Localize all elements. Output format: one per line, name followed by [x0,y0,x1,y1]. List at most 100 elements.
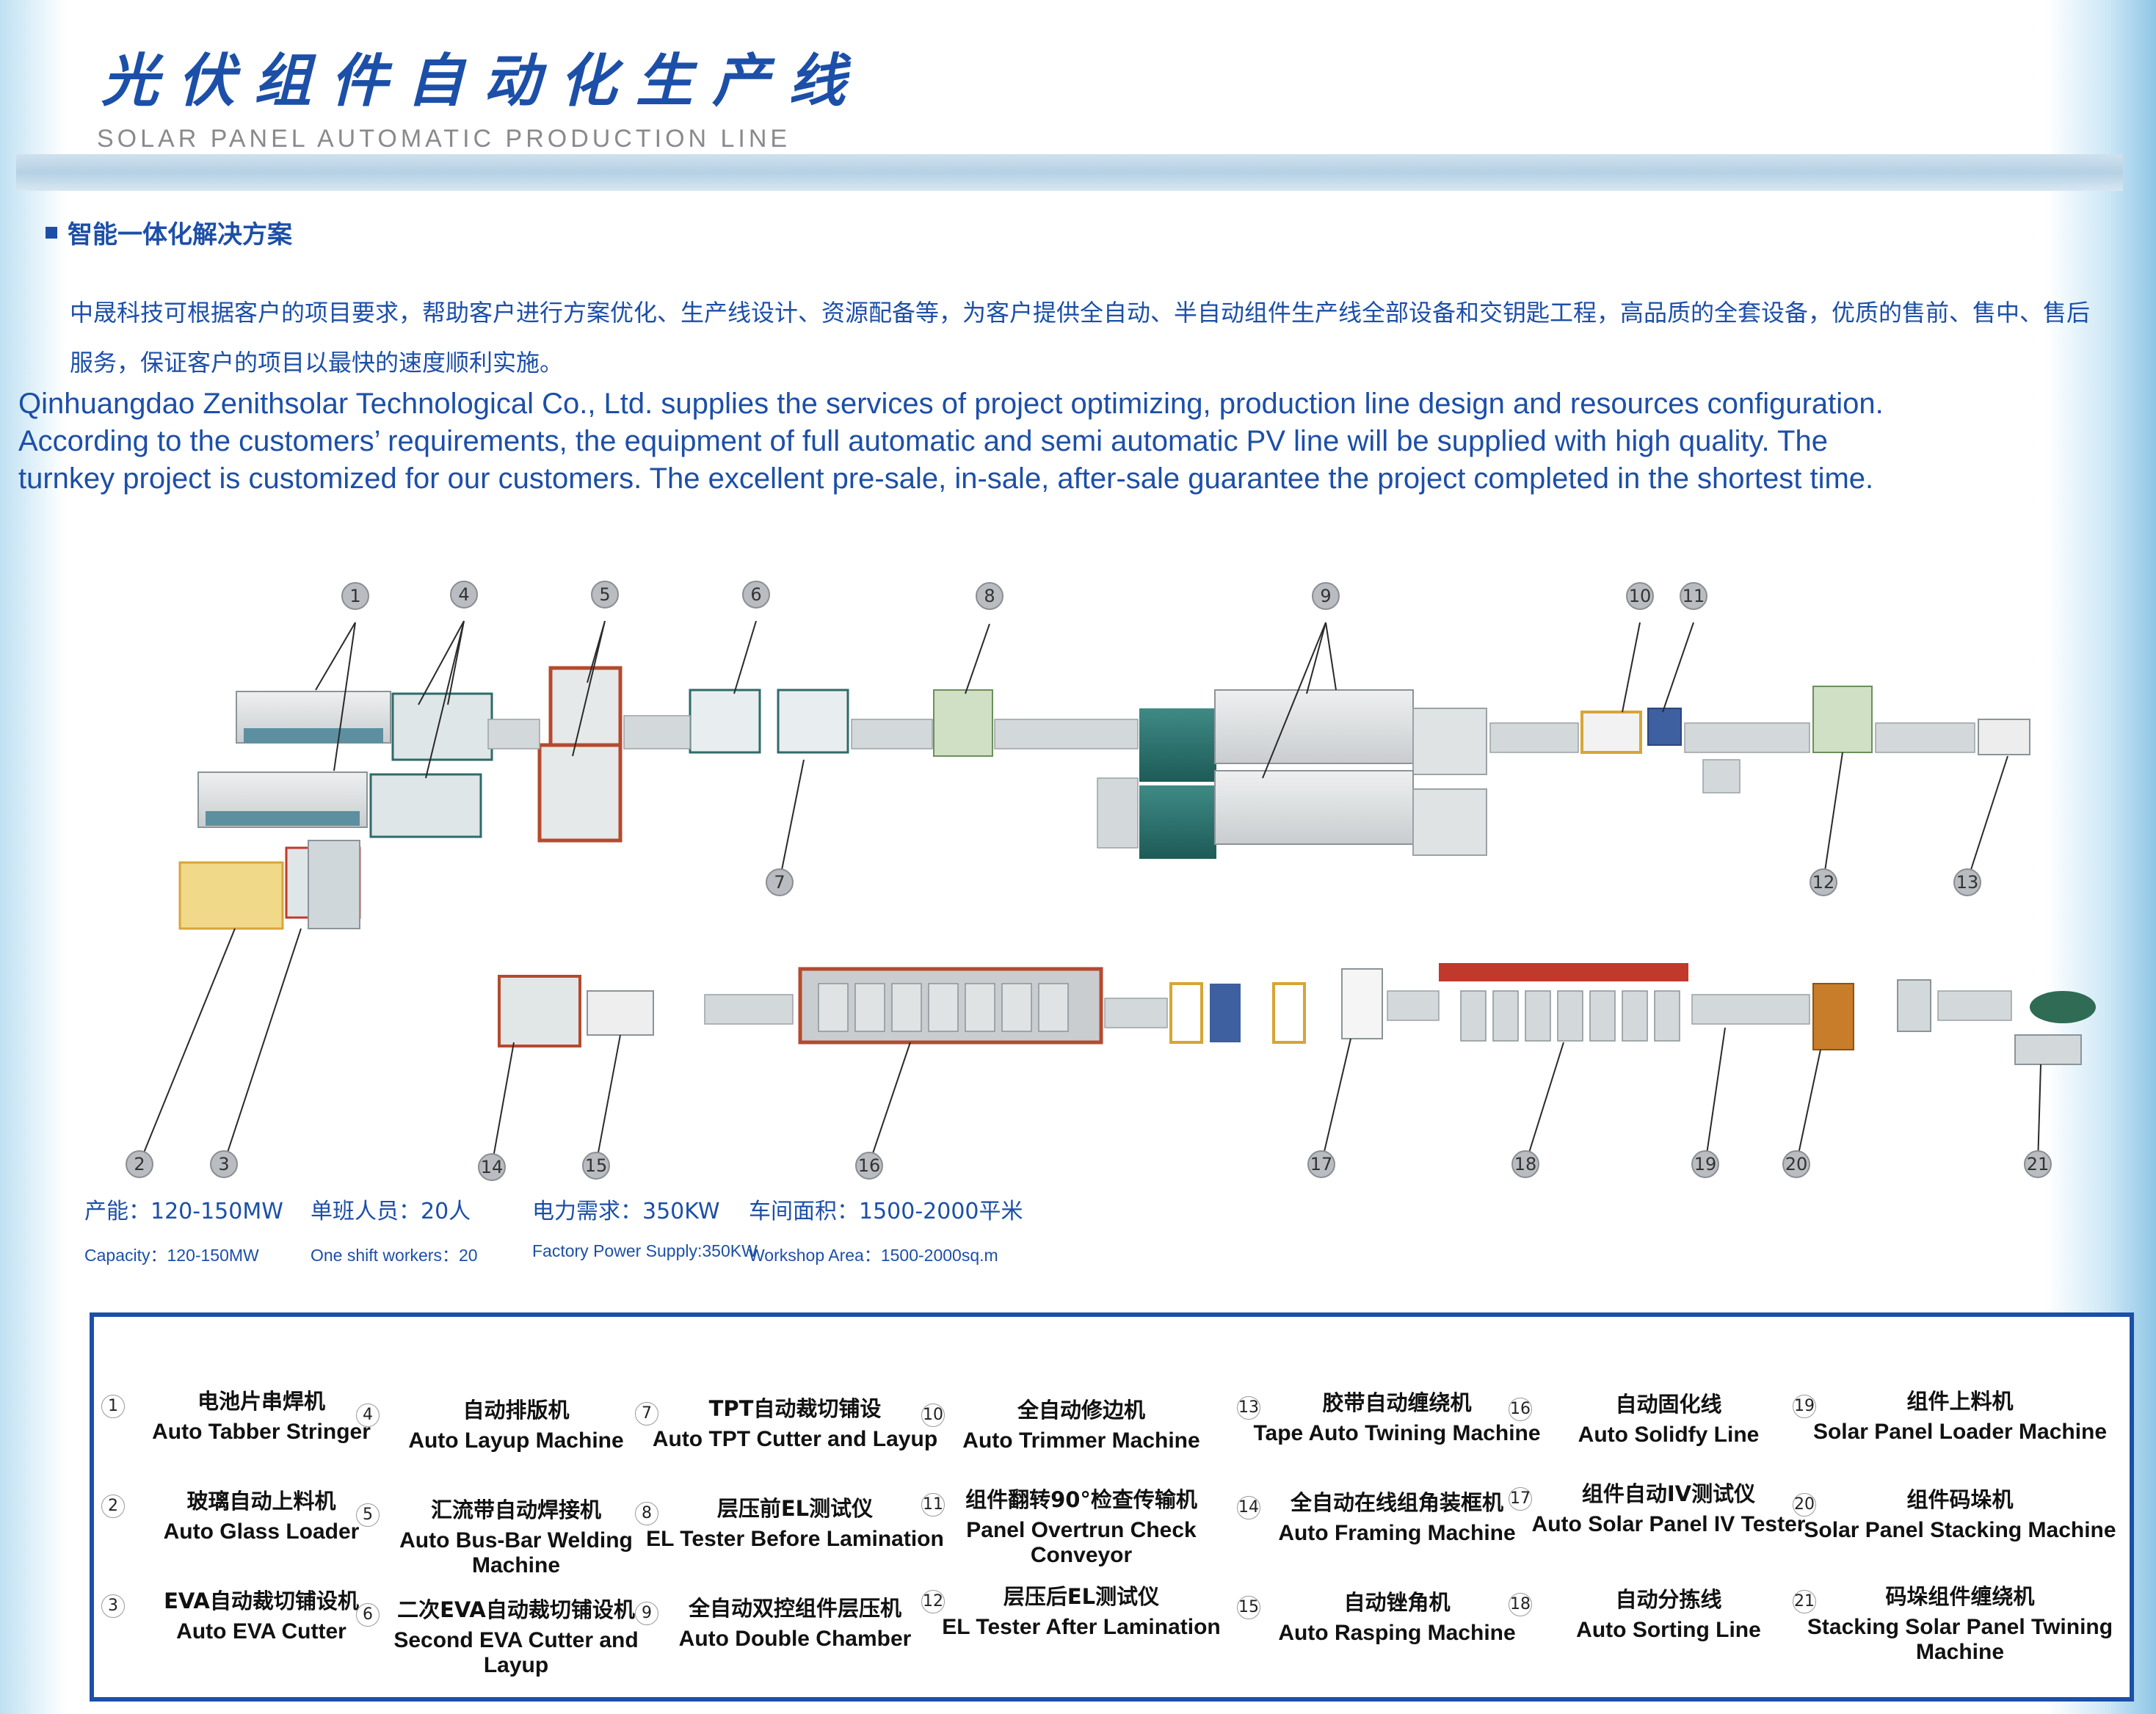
svg-text:1: 1 [349,586,360,606]
intro-text-cn: 中晟科技可根据客户的项目要求，帮助客户进行方案优化、生产线设计、资源配备等，为客… [70,299,2091,377]
svg-text:12: 12 [1812,872,1835,893]
legend-cn: 组件翻转90°检查传输机 [965,1487,1197,1512]
legend-en: Auto TPT Cutter and Layup [652,1427,938,1451]
legend-cn: 自动锉角机 [1343,1590,1451,1615]
svg-text:21: 21 [2027,1154,2050,1174]
legend-number: 13 [1237,1396,1260,1420]
spec-label-cn: 单班人员：20人 [311,1199,471,1224]
badge-10: 10 [1626,582,1654,610]
badge-16: 16 [855,1152,883,1180]
legend-number: 9 [635,1602,658,1625]
legend-cn: EVA自动裁切铺设机 [164,1588,359,1613]
badge-21: 21 [2024,1150,2052,1178]
legend-cn: 胶带自动缠绕机 [1322,1390,1472,1415]
legend-cn: 全自动双控组件层压机 [688,1596,901,1621]
svg-text:19: 19 [1694,1154,1717,1174]
svg-text:11: 11 [1683,586,1705,606]
legend-number: 4 [356,1403,380,1427]
background-left-gradient [0,0,66,1714]
legend-cn: 码垛组件缠绕机 [1885,1584,2035,1609]
badge-18: 18 [1511,1150,1539,1178]
badge-17: 17 [1307,1150,1335,1178]
spec-capacity: 产能：120-150MW Capacity：120-150MW [84,1193,283,1266]
legend-en: Second EVA Cutter and Layup [393,1628,639,1677]
bottom-production-line [498,963,2096,1065]
legend-en: Auto Glass Loader [163,1519,360,1544]
legend-cn: 玻璃自动上料机 [186,1489,336,1514]
legend-cn: 层压后EL测试仪 [1003,1584,1160,1609]
section-title: 智能一体化解决方案 [68,220,292,250]
legend-cn: 自动排版机 [462,1398,570,1423]
svg-text:5: 5 [599,584,610,605]
top-production-line [178,666,2030,930]
svg-text:14: 14 [481,1157,504,1177]
intro-en-line: turnkey project is customized for our cu… [18,462,1874,495]
production-line-diagram: 1 4 5 6 8 9 10 11 7 12 13 2 3 14 15 16 1… [126,581,2096,1181]
legend-number: 15 [1237,1596,1260,1619]
legend-en: Auto Framing Machine [1278,1521,1516,1545]
section-heading: 智能一体化解决方案 [46,214,292,250]
legend-number: 8 [635,1502,658,1525]
badge-15: 15 [582,1152,610,1180]
legend-cn: 组件码垛机 [1906,1487,2014,1512]
square-bullet-icon [46,226,57,239]
legend-cn: 二次EVA自动裁切铺设机 [397,1597,635,1622]
spec-label-en: Workshop Area：1500-2000sq.m [749,1246,998,1265]
legend-number: 1 [101,1395,125,1418]
title-underline-bar [16,154,2123,191]
spec-label-cn: 产能：120-150MW [84,1199,283,1224]
legend-item-20: 20 组件码垛机 Solar Panel Stacking Machine [1793,1483,2121,1543]
legend-en: Auto Bus-Bar Welding Machine [399,1528,633,1577]
badge-2: 2 [126,1150,153,1178]
legend-en: Solar Panel Stacking Machine [1804,1518,2116,1542]
spec-workers: 单班人员：20人 One shift workers：20 [311,1193,478,1266]
spec-label-cn: 电力需求：350KW [532,1199,720,1224]
legend-cn: 全自动修边机 [1017,1398,1145,1423]
legend-cn: 自动分拣线 [1615,1587,1722,1612]
legend-number: 6 [356,1603,380,1627]
legend-number: 18 [1509,1593,1532,1616]
legend-item-13: 13 胶带自动缠绕机 Tape Auto Twining Machine [1237,1386,1551,1446]
svg-text:10: 10 [1629,586,1652,606]
legend-number: 10 [921,1403,945,1427]
intro-en-line: According to the customers’ requirements… [18,425,1828,457]
badge-3: 3 [210,1150,238,1178]
badge-11: 11 [1680,582,1707,610]
legend-cn: TPT自动裁切铺设 [708,1396,882,1421]
svg-text:20: 20 [1785,1154,1808,1174]
legend-en: Stacking Solar Panel Twining Machine [1807,1615,2113,1664]
svg-text:6: 6 [750,584,761,605]
spec-label-en: One shift workers：20 [311,1246,478,1265]
svg-text:15: 15 [585,1155,608,1176]
legend-en: Auto Double Chamber [678,1627,912,1651]
legend-cn: 全自动在线组角装框机 [1290,1490,1503,1515]
intro-en-line: Qinhuangdao Zenithsolar Technological Co… [18,388,1884,420]
legend-number: 20 [1793,1493,1816,1517]
badge-13: 13 [1953,868,1981,896]
badge-7: 7 [766,868,794,896]
page-title-en: SOLAR PANEL AUTOMATIC PRODUCTION LINE [97,125,791,153]
legend-en: Tape Auto Twining Machine [1253,1421,1541,1445]
svg-text:16: 16 [858,1155,881,1176]
badge-12: 12 [1810,868,1837,896]
page-title-cn: 光伏组件自动化生产线 [101,48,865,115]
spec-label-en: Capacity：120-150MW [84,1246,259,1265]
badge-8: 8 [976,582,1003,610]
legend-en: Auto Layup Machine [408,1428,624,1453]
badge-5: 5 [591,581,619,609]
legend-en: Auto Solidfy Line [1578,1423,1760,1447]
